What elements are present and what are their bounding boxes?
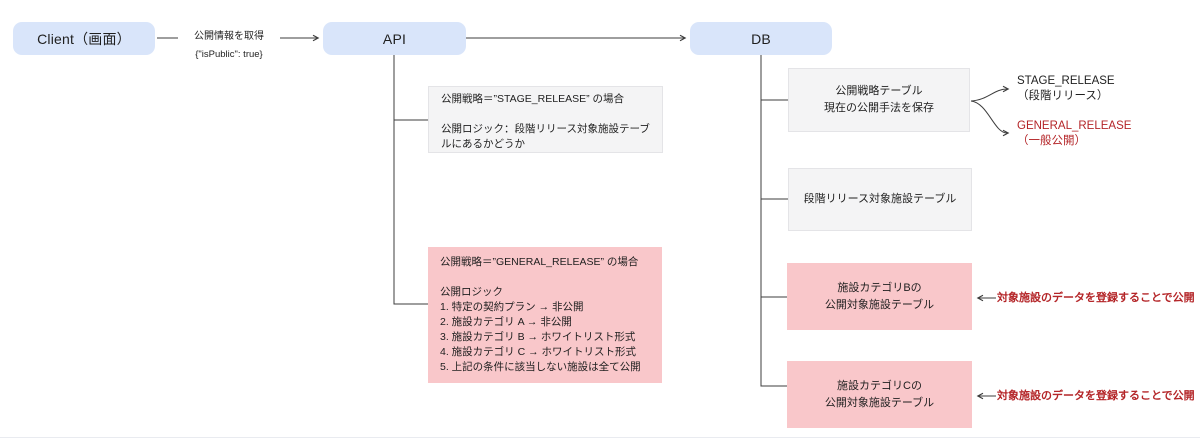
note-spacer <box>441 107 650 122</box>
node-db: DB <box>690 22 832 55</box>
api-branch-tree <box>393 55 428 305</box>
table-stage-targets-line1: 段階リリース対象施設テーブル <box>803 193 957 205</box>
note-general-rule: 5. 上記の条件に該当しない施設は全て公開 <box>440 361 641 373</box>
table-stage-targets: 段階リリース対象施設テーブル <box>788 168 972 231</box>
table-strategy-line2: 現在の公開手法を保存 <box>824 102 934 114</box>
table-category-c: 施設カテゴリCの 公開対象施設テーブル <box>787 361 972 428</box>
table-strategy-line1: 公開戦略テーブル <box>835 85 923 97</box>
node-api-label: API <box>382 30 407 47</box>
note-stage-body: 公開ロジック：段階リリース対象施設テーブルにあるかどうか <box>441 123 650 150</box>
table-strategy: 公開戦略テーブル 現在の公開手法を保存 <box>788 68 970 132</box>
node-client: Client（画面） <box>13 22 155 55</box>
label-general-release-name: （一般公開） <box>1017 135 1086 147</box>
bottom-divider <box>0 437 1200 438</box>
label-stage-release-name: （段階リリース） <box>1017 90 1109 102</box>
edge-client-api-label: 公開情報を取得 <box>178 30 280 43</box>
annotation-category-c: 対象施設のデータを登録することで公開 <box>997 390 1195 402</box>
note-general-rule: 2. 施設カテゴリ A → 非公開 <box>440 316 572 328</box>
label-stage-release: STAGE_RELEASE （段階リリース） <box>1017 74 1115 104</box>
annotation-category-b: 対象施設のデータを登録することで公開 <box>997 292 1195 304</box>
label-general-release-code: GENERAL_RELEASE <box>1017 120 1132 132</box>
label-general-release: GENERAL_RELEASE （一般公開） <box>1017 119 1131 149</box>
table-category-b: 施設カテゴリBの 公開対象施設テーブル <box>787 263 972 330</box>
note-stage-release-case: 公開戦略＝”STAGE_RELEASE” の場合 公開ロジック：段階リリース対象… <box>428 86 663 153</box>
db-branch-tree <box>760 55 788 387</box>
table-category-c-line2: 公開対象施設テーブル <box>824 396 935 409</box>
edge-client-api-payload: {"isPublic": true} <box>195 49 263 60</box>
label-stage-release-code: STAGE_RELEASE <box>1017 75 1115 87</box>
note-general-rule: 1. 特定の契約プラン → 非公開 <box>440 301 584 313</box>
note-general-subtitle: 公開ロジック <box>440 286 503 298</box>
note-general-title: 公開戦略＝”GENERAL_RELEASE” の場合 <box>440 256 639 268</box>
table-category-c-line1: 施設カテゴリCの <box>837 379 922 392</box>
table-category-b-line1: 施設カテゴリBの <box>837 281 922 294</box>
note-general-rule: 3. 施設カテゴリ B → ホワイトリスト形式 <box>440 331 636 343</box>
table-category-b-line2: 公開対象施設テーブル <box>824 298 935 311</box>
fork-general-release-arrow <box>970 100 1010 137</box>
note-general-rule: 4. 施設カテゴリ C → ホワイトリスト形式 <box>440 346 637 358</box>
note-spacer <box>440 270 650 285</box>
note-stage-title: 公開戦略＝”STAGE_RELEASE” の場合 <box>441 93 625 105</box>
node-api: API <box>323 22 466 55</box>
node-client-label: Client（画面） <box>37 30 131 47</box>
fork-stage-release-arrow <box>970 85 1010 102</box>
node-db-label: DB <box>751 30 771 47</box>
note-general-release-case: 公開戦略＝”GENERAL_RELEASE” の場合 公開ロジック 1. 特定の… <box>428 247 662 383</box>
